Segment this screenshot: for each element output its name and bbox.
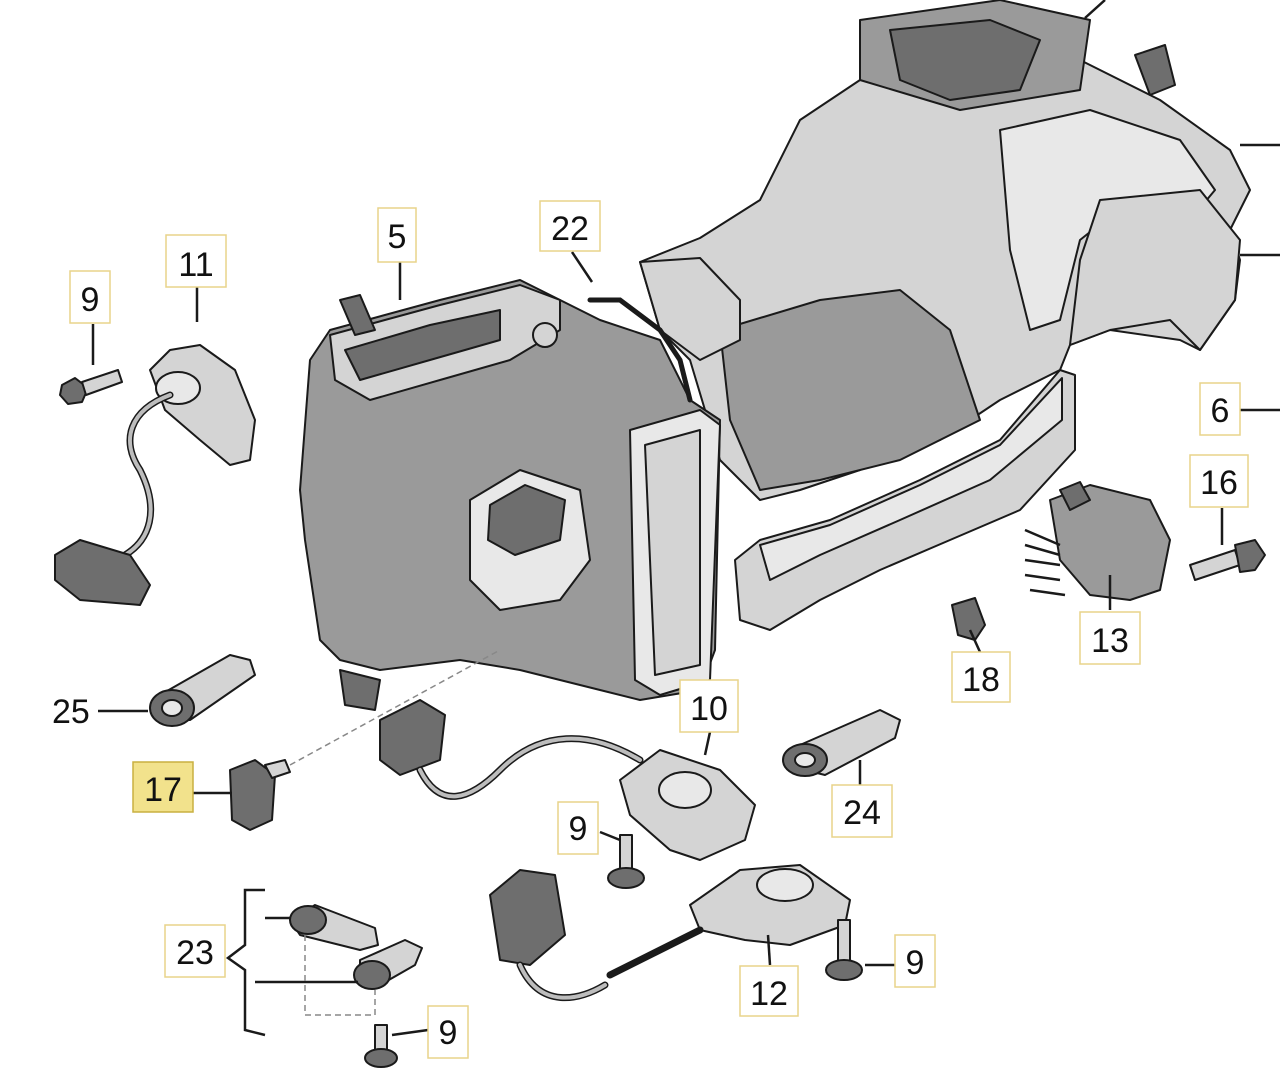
callout-16: 16 xyxy=(1189,454,1249,508)
svg-text:9: 9 xyxy=(81,281,100,319)
callout-9-right: 9 xyxy=(894,934,936,988)
blower-resistor xyxy=(1024,481,1171,601)
svg-text:12: 12 xyxy=(750,975,788,1013)
clip-18 xyxy=(951,597,986,641)
levers-23 xyxy=(225,888,423,1037)
air-duct-housing xyxy=(639,0,1280,501)
actuator-12 xyxy=(489,864,851,1002)
svg-text:18: 18 xyxy=(962,661,1000,699)
svg-text:13: 13 xyxy=(1091,622,1129,660)
svg-text:23: 23 xyxy=(176,934,214,972)
actuator-10 xyxy=(619,749,756,861)
callout-22: 22 xyxy=(539,200,601,252)
svg-text:16: 16 xyxy=(1200,464,1238,502)
actuator-left xyxy=(54,344,256,606)
bolt-16 xyxy=(1189,539,1266,581)
callout-25: 25 xyxy=(52,693,90,731)
svg-text:24: 24 xyxy=(843,794,881,832)
lever-25 xyxy=(149,654,256,727)
callout-10: 10 xyxy=(679,679,739,733)
callout-6: 6 xyxy=(1199,382,1241,436)
sensor-17 xyxy=(229,759,291,831)
callout-24: 24 xyxy=(831,784,893,838)
svg-text:5: 5 xyxy=(388,218,407,256)
callout-11: 11 xyxy=(165,234,227,288)
connector-center xyxy=(379,699,644,800)
bolt-top-left xyxy=(59,369,123,405)
callout-23: 23 xyxy=(164,924,226,978)
bolt-middle xyxy=(607,834,645,889)
svg-text:9: 9 xyxy=(439,1014,458,1052)
callout-9-middle: 9 xyxy=(557,801,599,855)
svg-text:6: 6 xyxy=(1211,392,1230,430)
callout-12: 12 xyxy=(739,965,799,1017)
svg-text:22: 22 xyxy=(551,210,589,248)
leader-lines xyxy=(91,251,1280,1037)
svg-text:10: 10 xyxy=(690,690,728,728)
seal-gasket xyxy=(587,297,693,403)
svg-text:25: 25 xyxy=(52,693,90,731)
callout-5: 5 xyxy=(377,207,417,263)
bolt-right xyxy=(825,919,863,981)
svg-text:9: 9 xyxy=(569,810,588,848)
callout-13: 13 xyxy=(1079,611,1141,665)
heater-box xyxy=(299,279,721,711)
callout-9-top: 9 xyxy=(69,270,111,324)
lower-duct-strip xyxy=(734,369,1076,631)
svg-text:9: 9 xyxy=(906,944,925,982)
svg-text:17: 17 xyxy=(144,771,182,809)
svg-text:11: 11 xyxy=(178,246,213,284)
callout-9-bottom: 9 xyxy=(427,1005,469,1059)
callout-18: 18 xyxy=(951,651,1011,703)
callout-17: 17 xyxy=(132,761,194,813)
lever-24 xyxy=(782,709,901,777)
bolt-bottom xyxy=(364,1024,398,1068)
